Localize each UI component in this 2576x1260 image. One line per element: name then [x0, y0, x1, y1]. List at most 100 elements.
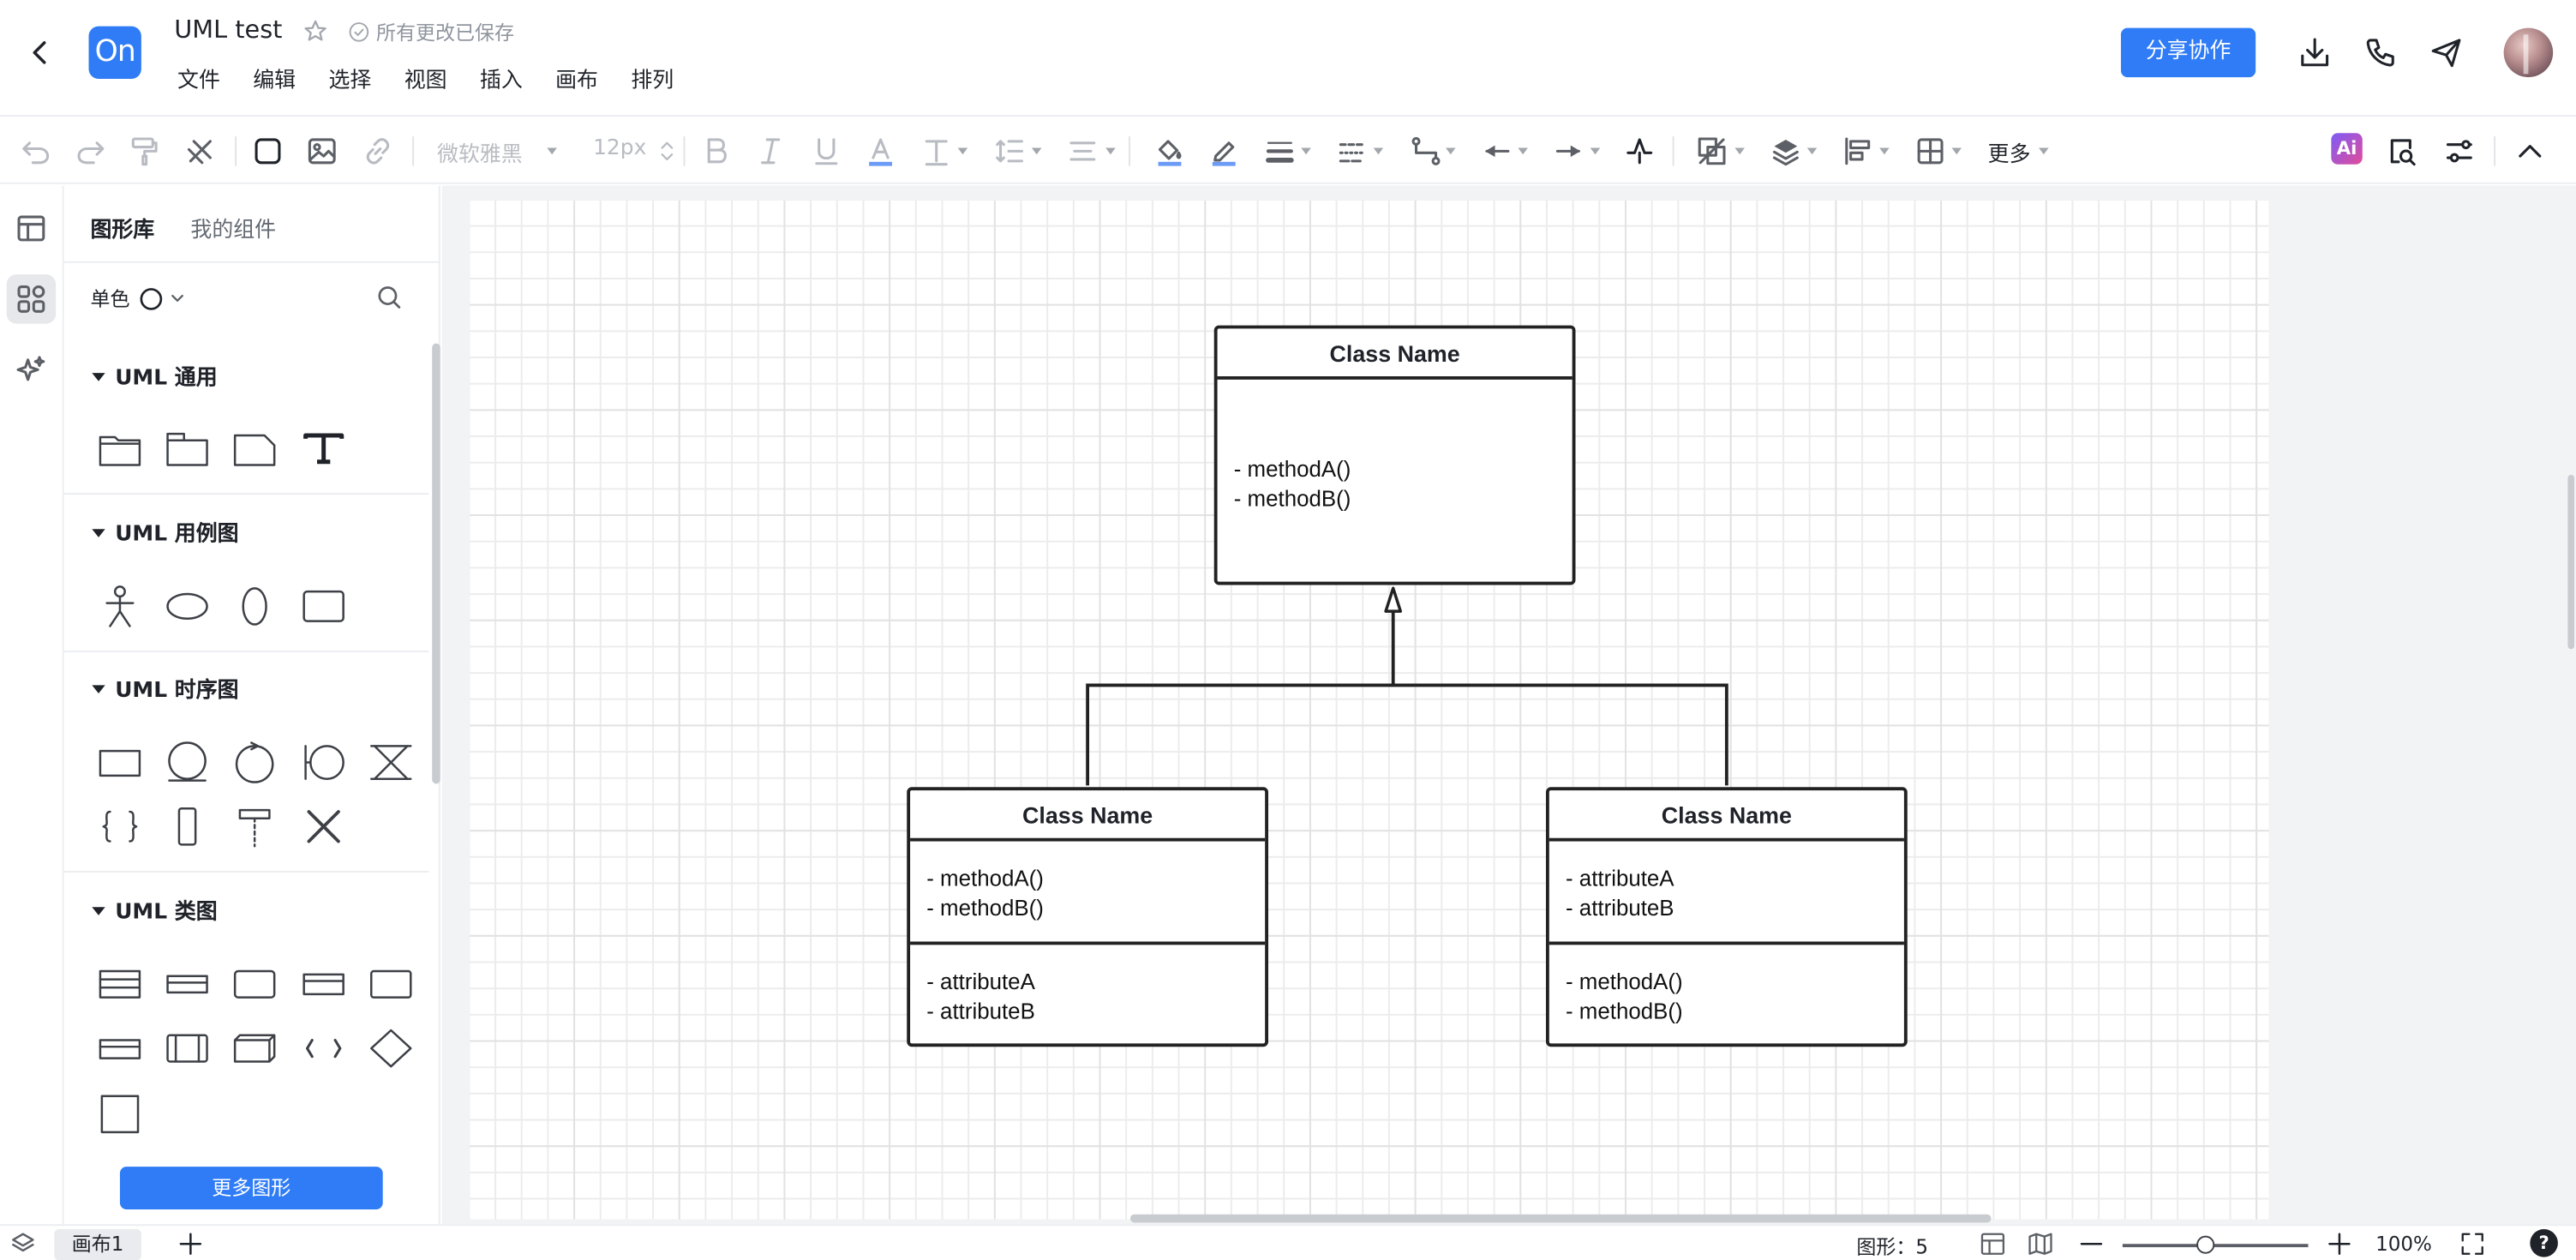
uml-class-parent[interactable]: Class Name - methodA() - methodB() — [1213, 325, 1576, 585]
align-icon[interactable] — [1840, 133, 1876, 169]
image-icon[interactable] — [304, 133, 340, 169]
angle-brackets-icon[interactable] — [301, 1025, 347, 1071]
user-avatar[interactable] — [2503, 27, 2554, 78]
shape-library-icon[interactable] — [6, 274, 57, 324]
menu-edit[interactable]: 编辑 — [253, 69, 297, 94]
map-icon[interactable] — [2028, 1231, 2054, 1257]
share-collaborate-button[interactable]: 分享协作 — [2120, 27, 2256, 78]
entity-icon[interactable] — [165, 740, 211, 786]
phone-icon[interactable] — [2363, 34, 2399, 70]
search-icon[interactable] — [376, 285, 403, 311]
class-header-icon[interactable] — [165, 961, 211, 1007]
redo-icon[interactable] — [72, 133, 108, 169]
note-shape-icon[interactable] — [231, 426, 278, 472]
clear-format-icon[interactable] — [183, 133, 219, 169]
zoom-in-icon[interactable] — [2327, 1231, 2353, 1257]
lifeline-box-icon[interactable] — [97, 740, 143, 786]
library-scrollbar[interactable] — [432, 343, 440, 784]
bold-icon[interactable] — [698, 133, 734, 169]
more-shapes-button[interactable]: 更多图形 — [119, 1167, 383, 1209]
italic-icon[interactable] — [752, 133, 788, 169]
menu-arrange[interactable]: 排列 — [631, 69, 674, 94]
line-width-icon[interactable] — [1261, 133, 1297, 169]
undo-icon[interactable] — [18, 133, 54, 169]
use-case-ellipse-icon[interactable] — [165, 584, 211, 630]
interface-icon[interactable] — [301, 961, 347, 1007]
text-shape-icon[interactable] — [301, 426, 347, 472]
underline-icon[interactable] — [808, 133, 844, 169]
zoom-slider-track[interactable] — [2122, 1244, 2309, 1248]
canvas-page[interactable]: Class Name - methodA() - methodB() Class… — [470, 200, 2269, 1220]
inheritance-connector[interactable] — [470, 201, 2268, 1220]
hourglass-icon[interactable] — [368, 740, 414, 786]
package-shape-icon[interactable] — [165, 426, 211, 472]
rounded-class-icon[interactable] — [231, 961, 278, 1007]
square-icon[interactable] — [97, 1091, 143, 1137]
menu-select[interactable]: 选择 — [328, 69, 372, 94]
class-3-section-icon[interactable] — [97, 961, 143, 1007]
font-family-select[interactable]: 微软雅黑 — [436, 142, 523, 168]
text-align-icon[interactable] — [919, 133, 955, 169]
section-uml-sequence[interactable]: UML 时序图 — [92, 672, 238, 704]
zoom-out-icon[interactable] — [2078, 1231, 2105, 1257]
system-boundary-icon[interactable] — [301, 584, 347, 630]
format-painter-icon[interactable] — [127, 133, 163, 169]
waypoint-icon[interactable] — [1621, 133, 1657, 169]
uml-class-left-child[interactable]: Class Name - methodA() - methodB() - att… — [907, 787, 1268, 1047]
distribute-icon[interactable] — [1912, 133, 1948, 169]
add-page-icon[interactable] — [177, 1231, 204, 1257]
layer-icon[interactable] — [1768, 133, 1804, 169]
boundary-icon[interactable] — [301, 740, 347, 786]
menu-file[interactable]: 文件 — [177, 69, 220, 94]
control-icon[interactable] — [231, 740, 278, 786]
uml-class-right-child[interactable]: Class Name - attributeA - attributeB - m… — [1545, 787, 1908, 1047]
vertical-scrollbar[interactable] — [2567, 475, 2575, 650]
line-color-icon[interactable] — [1206, 133, 1242, 169]
link-icon[interactable] — [360, 133, 396, 169]
enum-icon[interactable] — [97, 1025, 143, 1071]
folder-shape-icon[interactable] — [97, 426, 143, 472]
app-logo[interactable]: On — [88, 26, 141, 80]
help-icon[interactable]: ? — [2530, 1228, 2558, 1257]
fill-color-icon[interactable] — [1152, 133, 1188, 169]
component-icon[interactable] — [165, 1025, 211, 1071]
actor-shape-icon[interactable] — [97, 584, 143, 630]
send-icon[interactable] — [2428, 34, 2464, 70]
collapse-toolbar-icon[interactable] — [2512, 133, 2548, 169]
section-uml-use-case[interactable]: UML 用例图 — [92, 516, 238, 548]
layout-panel-icon[interactable] — [1980, 1231, 2006, 1257]
tab-my-components[interactable]: 我的组件 — [190, 218, 277, 243]
activation-bar-icon[interactable] — [165, 803, 211, 849]
line-spacing-icon[interactable] — [992, 133, 1028, 169]
font-color-icon[interactable] — [862, 133, 898, 169]
zoom-level[interactable]: 100% — [2375, 1232, 2432, 1256]
zoom-slider-handle[interactable] — [2196, 1235, 2215, 1254]
diamond-icon[interactable] — [368, 1025, 414, 1071]
menu-view[interactable]: 视图 — [404, 69, 447, 94]
ai-assistant-button[interactable]: Ai — [2331, 133, 2363, 165]
braces-icon[interactable] — [97, 803, 143, 849]
back-button[interactable] — [23, 36, 56, 69]
layers-icon[interactable] — [10, 1231, 37, 1257]
paragraph-align-icon[interactable] — [1064, 133, 1100, 169]
destroy-x-icon[interactable] — [301, 803, 347, 849]
lifeline-icon[interactable] — [231, 803, 278, 849]
font-size-select[interactable]: 12px — [593, 136, 647, 161]
page-tab[interactable]: 画布1 — [54, 1228, 141, 1260]
section-uml-general[interactable]: UML 通用 — [92, 360, 217, 392]
template-icon[interactable] — [7, 204, 57, 254]
line-style-icon[interactable] — [1334, 133, 1370, 169]
tab-shape-library[interactable]: 图形库 — [90, 218, 155, 243]
node-icon[interactable] — [231, 1025, 278, 1071]
font-size-stepper-icon[interactable] — [656, 138, 679, 165]
download-icon[interactable] — [2297, 34, 2333, 70]
menu-canvas[interactable]: 画布 — [555, 69, 599, 94]
connector-icon[interactable] — [1408, 133, 1444, 169]
star-icon[interactable] — [303, 18, 329, 45]
horizontal-scrollbar[interactable] — [1129, 1214, 1992, 1223]
more-button[interactable]: 更多 — [1987, 142, 2031, 168]
section-uml-class[interactable]: UML 类图 — [92, 894, 217, 926]
arrow-start-icon[interactable] — [1478, 133, 1514, 169]
fullscreen-icon[interactable] — [2459, 1231, 2486, 1257]
menu-insert[interactable]: 插入 — [479, 69, 523, 94]
